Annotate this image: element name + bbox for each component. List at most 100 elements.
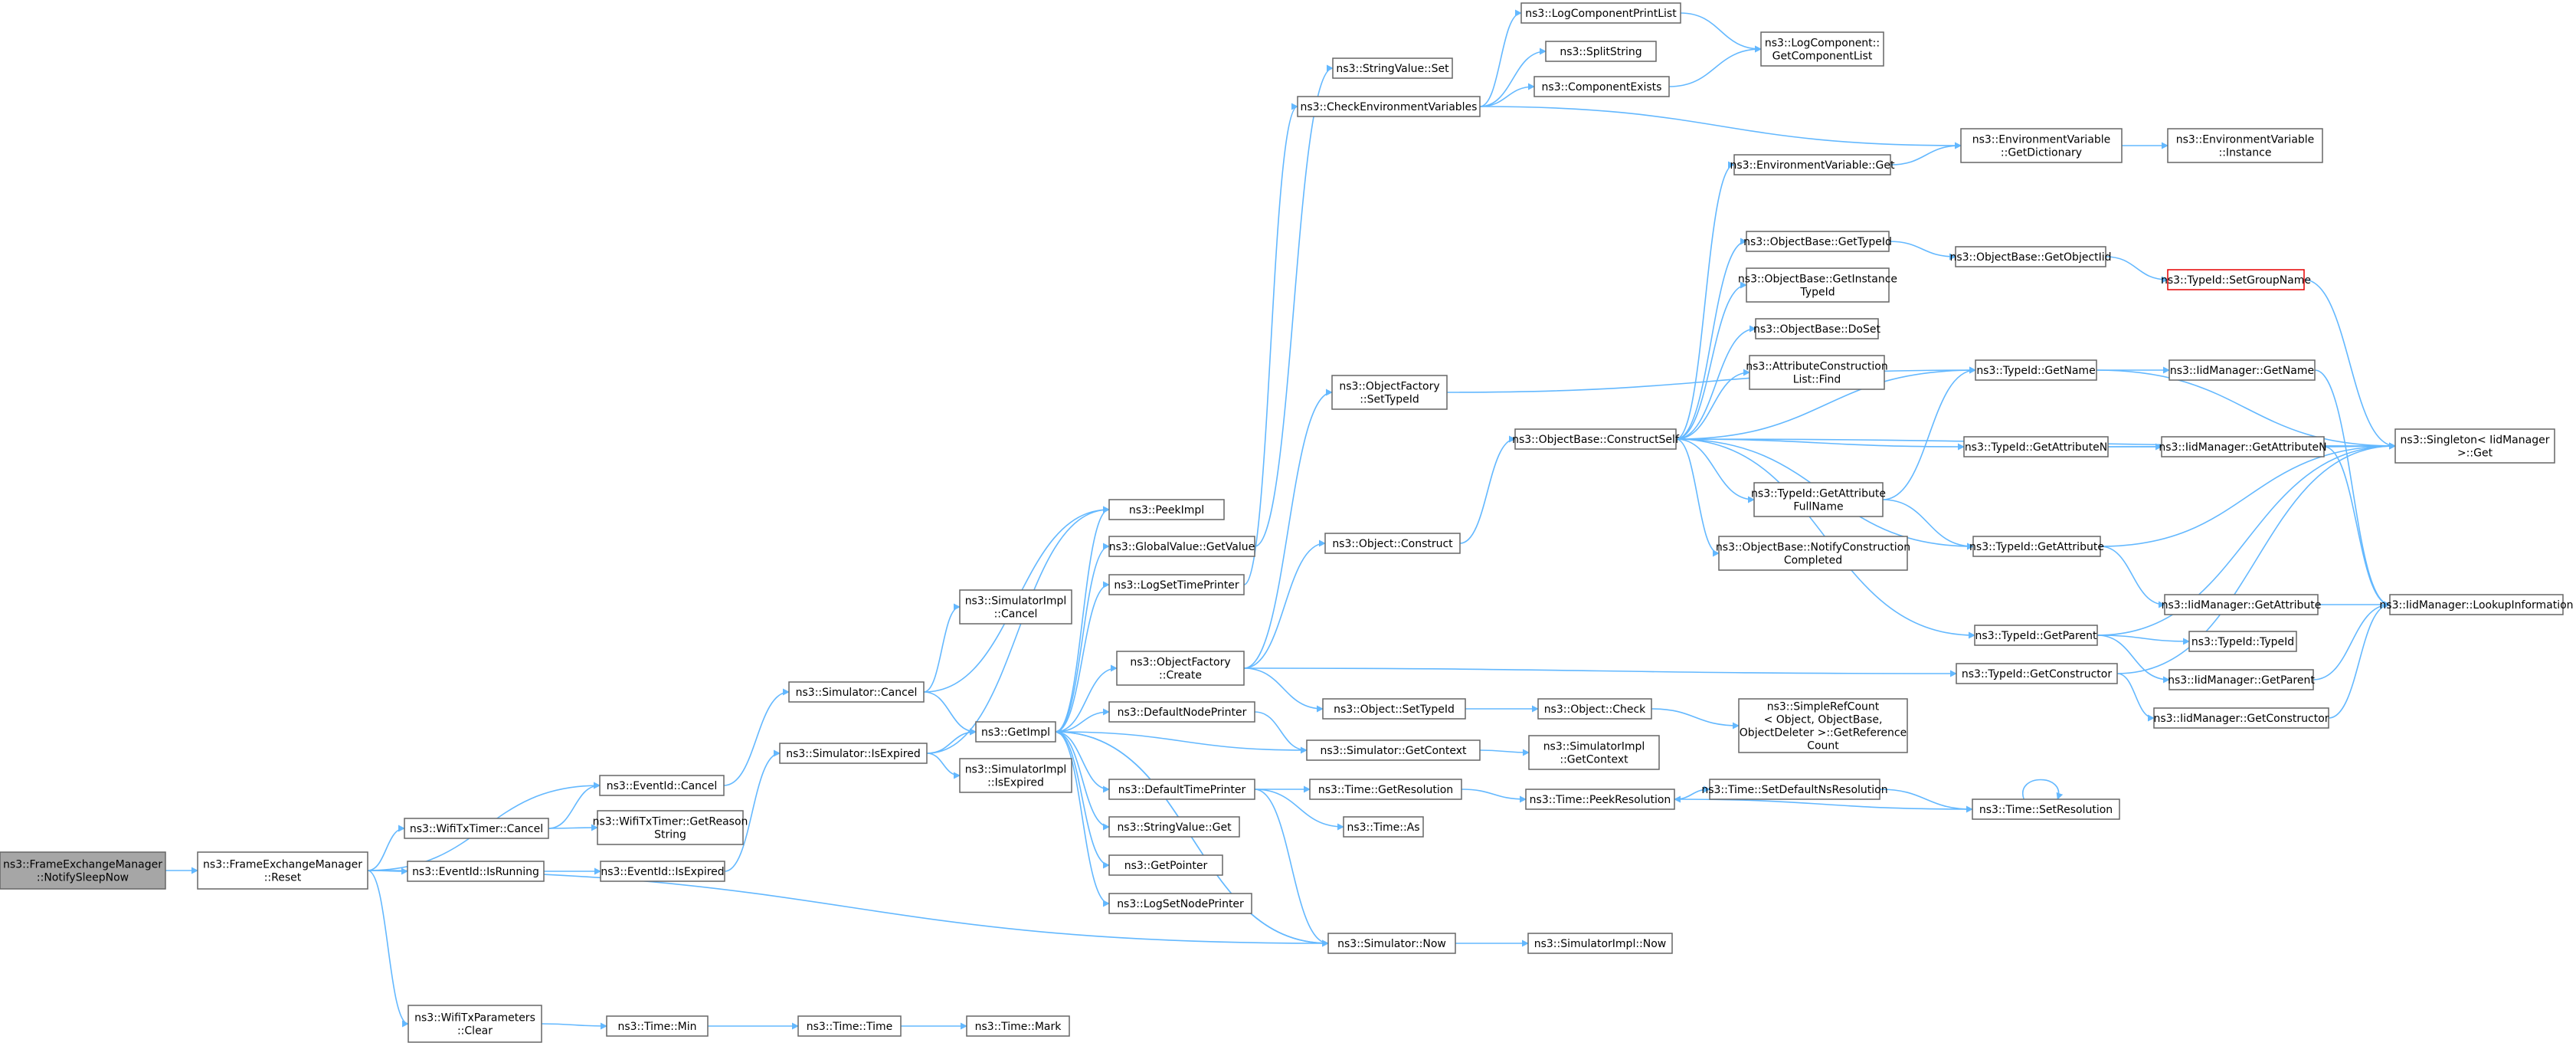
edge-line	[1675, 281, 1747, 440]
node-n10[interactable]: ns3::Time::Mark	[966, 1015, 1070, 1037]
node-n39[interactable]: ns3::ObjectBase::ConstructSelf	[1512, 428, 1680, 450]
node-label: ns3::SimpleRefCount	[1767, 700, 1880, 713]
node-box	[0, 851, 166, 890]
edge-line	[1055, 581, 1110, 733]
edge-line	[2313, 601, 2391, 680]
node-n43[interactable]: ns3::EnvironmentVariable::Get	[1730, 154, 1895, 175]
node-n2[interactable]: ns3::EventId::Cancel	[599, 775, 725, 796]
node-label: ns3::WifiTxTimer::GetReason	[593, 815, 748, 828]
node-label: ns3::EventId::IsExpired	[601, 866, 724, 878]
node-n29[interactable]: ns3::Object::SetTypeId	[1322, 698, 1466, 720]
node-n52[interactable]: ns3::EnvironmentVariable::GetDictionary	[1960, 128, 2123, 163]
node-n27[interactable]: ns3::ObjectFactory::SetTypeId	[1331, 375, 1448, 410]
node-box	[606, 1015, 709, 1037]
node-label: ns3::Time::As	[1347, 821, 1419, 834]
edge-n11-n15	[923, 691, 977, 736]
node-n12[interactable]: ns3::SimulatorImpl::Cancel	[959, 589, 1072, 625]
node-n30[interactable]: ns3::Simulator::GetContext	[1306, 739, 1481, 761]
node-n46[interactable]: ns3::ObjectBase::DoSet	[1753, 318, 1880, 339]
edge-line	[1674, 795, 1973, 810]
node-label: ns3::AttributeConstruction	[1746, 360, 1887, 372]
node-n60[interactable]: ns3::EnvironmentVariable::Instance	[2167, 128, 2323, 163]
node-n7[interactable]: ns3::WifiTxParameters::Clear	[408, 1005, 542, 1043]
node-n49[interactable]: ns3::ObjectBase::NotifyConstructionCompl…	[1716, 536, 1910, 571]
node-n68[interactable]: ns3::Singleton< IidManager >::Get	[2394, 428, 2555, 464]
node-n41[interactable]: ns3::SimulatorImpl::GetContext	[1528, 735, 1660, 770]
node-n55[interactable]: ns3::TypeId::GetAttributeN	[1963, 436, 2109, 457]
node-n37[interactable]: ns3::ComponentExists	[1533, 76, 1670, 97]
node-n24[interactable]: ns3::LogSetNodePrinter	[1108, 893, 1252, 914]
node-n15[interactable]: ns3::GetImpl	[975, 721, 1056, 743]
edge-n15-n21	[1055, 731, 1110, 793]
node-n66[interactable]: ns3::IidManager::GetParent	[2168, 669, 2315, 690]
node-n50[interactable]: ns3::SimpleRefCount< Object, ObjectBase,…	[1738, 698, 1908, 753]
node-n61[interactable]: ns3::TypeId::SetGroupName	[2161, 269, 2311, 290]
node-n63[interactable]: ns3::IidManager::GetAttributeN	[2159, 436, 2327, 457]
node-n69[interactable]: ns3::IidManager::LookupInformation	[2379, 594, 2574, 615]
edge-line	[2303, 279, 2396, 450]
node-n34[interactable]: ns3::SimulatorImpl::Now	[1527, 933, 1673, 954]
node-n31[interactable]: ns3::Time::GetResolution	[1309, 779, 1462, 800]
node-n59[interactable]: ns3::Time::SetResolution	[1972, 798, 2120, 820]
node-n17[interactable]: ns3::GlobalValue::GetValue	[1108, 536, 1255, 557]
node-n56[interactable]: ns3::TypeId::GetAttribute	[1969, 536, 2104, 557]
node-label: ns3::IidManager::GetAttribute	[2162, 599, 2322, 612]
edge-n31-n42	[1461, 789, 1527, 803]
node-n51[interactable]: ns3::Time::SetDefaultNsResolution	[1701, 779, 1888, 800]
node-n54[interactable]: ns3::TypeId::GetName	[1975, 359, 2097, 381]
node-label: ns3::Object::Construct	[1332, 538, 1453, 550]
node-box	[1746, 231, 1890, 252]
node-n44[interactable]: ns3::ObjectBase::GetTypeId	[1743, 231, 1892, 252]
node-n6[interactable]: ns3::EventId::IsExpired	[600, 861, 725, 882]
node-n58[interactable]: ns3::TypeId::GetConstructor	[1956, 663, 2118, 684]
node-n1[interactable]: ns3::FrameExchangeManager::Reset	[197, 851, 368, 890]
edge-line	[2100, 546, 2165, 608]
node-n20[interactable]: ns3::DefaultNodePrinter	[1108, 701, 1255, 723]
edge-n54-n68	[2096, 369, 2396, 450]
node-n13[interactable]: ns3::Simulator::IsExpired	[779, 743, 928, 764]
node-n42[interactable]: ns3::Time::PeekResolution	[1525, 789, 1675, 810]
node-n22[interactable]: ns3::StringValue::Get	[1108, 816, 1240, 838]
node-n26[interactable]: ns3::CheckEnvironmentVariables	[1297, 96, 1481, 117]
node-n53[interactable]: ns3::ObjectBase::GetObjectIid	[1949, 246, 2112, 267]
edge-n2-n11	[723, 688, 790, 786]
node-n14[interactable]: ns3::SimulatorImpl::IsExpired	[959, 758, 1072, 793]
node-n62[interactable]: ns3::IidManager::GetName	[2168, 359, 2316, 381]
node-n64[interactable]: ns3::IidManager::GetAttribute	[2162, 594, 2322, 615]
node-n25[interactable]: ns3::StringValue::Set	[1332, 57, 1453, 79]
node-box	[1108, 701, 1255, 723]
node-n35[interactable]: ns3::LogComponentPrintList	[1520, 2, 1681, 24]
node-n11[interactable]: ns3::Simulator::Cancel	[788, 681, 925, 703]
node-n3[interactable]: ns3::WifiTxTimer::Cancel	[404, 818, 549, 839]
node-label: ns3::WifiTxTimer::Cancel	[410, 823, 543, 835]
node-box	[1760, 31, 1884, 67]
node-n57[interactable]: ns3::TypeId::GetParent	[1974, 625, 2098, 646]
node-label: ns3::FrameExchangeManager	[203, 858, 362, 871]
node-n38[interactable]: ns3::LogComponent::GetComponentList	[1760, 31, 1884, 67]
node-n5[interactable]: ns3::EventId::IsRunning	[407, 861, 545, 882]
node-n67[interactable]: ns3::IidManager::GetConstructor	[2153, 707, 2329, 729]
node-n19[interactable]: ns3::ObjectFactory::Create	[1116, 651, 1245, 686]
node-n40[interactable]: ns3::Object::Check	[1537, 698, 1652, 720]
node-n18[interactable]: ns3::LogSetTimePrinter	[1108, 574, 1245, 595]
node-n16[interactable]: ns3::PeekImpl	[1108, 499, 1225, 520]
node-n8[interactable]: ns3::Time::Min	[606, 1015, 709, 1037]
node-n28[interactable]: ns3::Object::Construct	[1324, 533, 1461, 554]
node-n33[interactable]: ns3::Simulator::Now	[1327, 933, 1456, 954]
node-n23[interactable]: ns3::GetPointer	[1108, 854, 1223, 876]
node-label: ::NotifySleepNow	[37, 871, 129, 884]
edge-line	[1479, 9, 1522, 107]
node-n32[interactable]: ns3::Time::As	[1343, 816, 1424, 838]
node-n9[interactable]: ns3::Time::Time	[797, 1015, 902, 1037]
node-n36[interactable]: ns3::SplitString	[1545, 41, 1657, 62]
node-n65[interactable]: ns3::TypeId::TypeId	[2188, 631, 2297, 652]
edge-line	[1243, 389, 1333, 669]
node-n21[interactable]: ns3::DefaultTimePrinter	[1108, 779, 1255, 800]
node-box	[966, 1015, 1070, 1037]
node-label: ns3::GetPointer	[1124, 860, 1208, 872]
node-n0[interactable]: ns3::FrameExchangeManager::NotifySleepNo…	[0, 851, 166, 890]
